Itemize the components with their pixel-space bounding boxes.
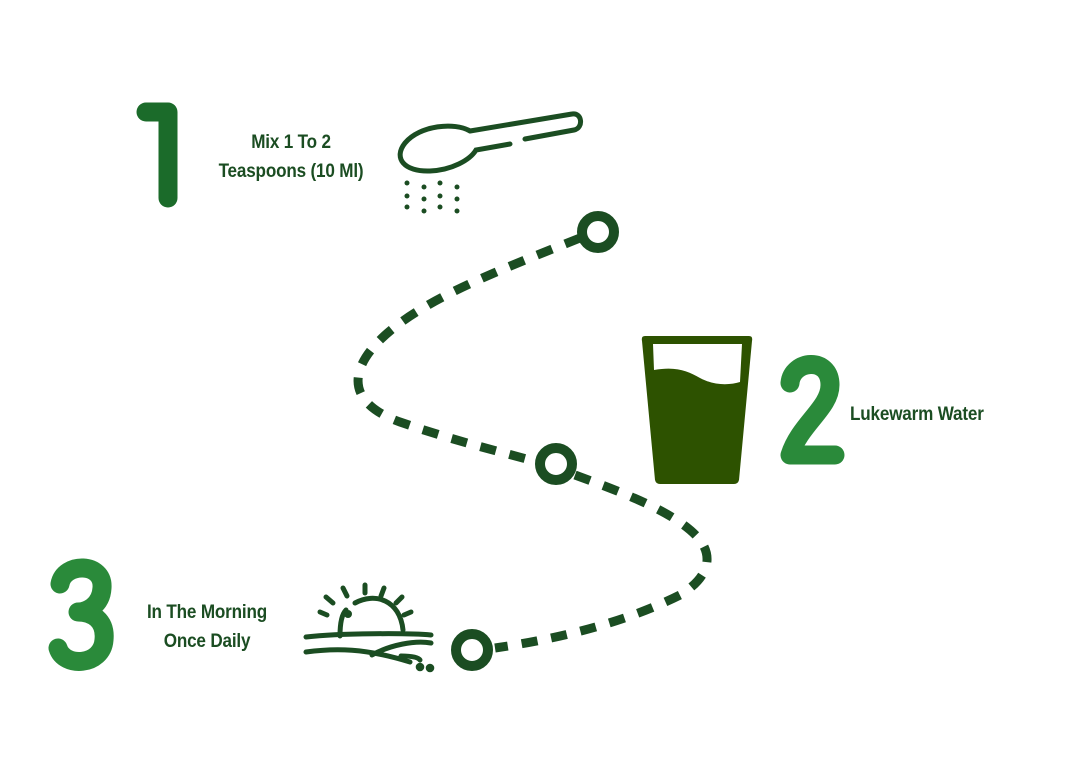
step-2-line-1: Lukewarm Water — [850, 404, 984, 425]
step-1-line-1: Mix 1 To 2 — [251, 132, 331, 153]
sunrise-icon — [303, 582, 435, 673]
spoon-icon — [397, 111, 583, 214]
step-3-line-2: Once Daily — [163, 631, 251, 652]
step-1-number — [136, 102, 178, 208]
step-3-line-1: In The Morning — [146, 602, 268, 623]
path-node-3 — [451, 629, 493, 671]
path-node-1 — [577, 211, 619, 253]
step-1-line-2: Teaspoons (10 Ml) — [218, 161, 364, 182]
step-2-number — [780, 355, 845, 465]
path-node-2 — [535, 443, 577, 485]
step-1-label: Mix 1 To 2 Teaspoons (10 Ml) — [197, 128, 386, 186]
step-3-number — [48, 558, 114, 671]
glass-of-water-icon — [641, 336, 753, 484]
step-2-label: Lukewarm Water — [850, 400, 1021, 429]
dashed-path — [353, 233, 712, 653]
step-3-label: In The Morning Once Daily — [127, 598, 287, 656]
